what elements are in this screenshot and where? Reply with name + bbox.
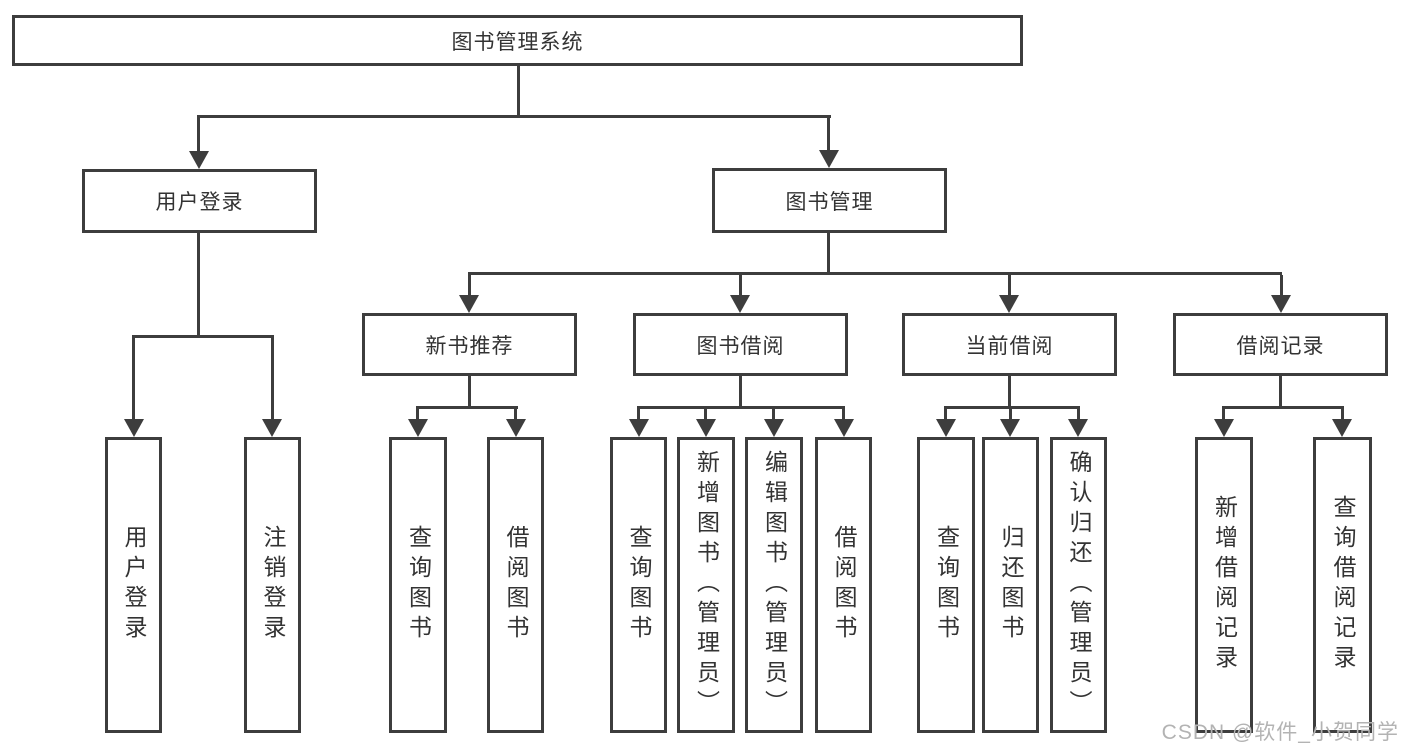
arrow-down-icon xyxy=(696,419,716,437)
node-leaf-add-books-admin: 新增图书（管理员） xyxy=(677,437,735,733)
node-leaf-add-borrowing-record: 新增借阅记录 xyxy=(1195,437,1253,733)
connector-line xyxy=(827,233,830,272)
connector-line xyxy=(1280,275,1283,297)
arrow-down-icon xyxy=(1068,419,1088,437)
connector-line xyxy=(468,272,1282,275)
node-label: 查询图书 xyxy=(626,525,652,645)
arrow-down-icon xyxy=(1271,295,1291,313)
node-label: 当前借阅 xyxy=(965,334,1054,358)
node-label: 图书管理 xyxy=(785,190,874,214)
connector-line xyxy=(1008,376,1011,406)
node-label: 借阅图书 xyxy=(503,525,529,645)
node-label: 查询图书 xyxy=(933,525,960,645)
node-leaf-logout: 注销登录 xyxy=(244,437,301,733)
connector-line xyxy=(416,409,419,421)
node-borrowing-records: 借阅记录 xyxy=(1173,313,1388,376)
node-label: 借阅图书 xyxy=(831,525,857,645)
connector-line xyxy=(704,409,707,421)
connector-line xyxy=(739,275,742,297)
node-user-login: 用户登录 xyxy=(82,169,317,233)
node-leaf-confirm-return-admin: 确认归还（管理员） xyxy=(1050,437,1107,733)
connector-line xyxy=(1077,409,1080,421)
connector-line xyxy=(842,409,845,421)
connector-line xyxy=(468,376,471,406)
connector-line xyxy=(1222,409,1225,421)
connector-line xyxy=(1279,376,1282,406)
arrow-down-icon xyxy=(1214,419,1234,437)
connector-line xyxy=(132,335,274,338)
arrow-down-icon xyxy=(1000,419,1020,437)
node-leaf-return-books: 归还图书 xyxy=(982,437,1039,733)
connector-line xyxy=(468,275,471,297)
connector-line xyxy=(1222,406,1344,409)
node-label: 查询图书 xyxy=(405,525,432,645)
arrow-down-icon xyxy=(999,295,1019,313)
node-label: 新增借阅记录 xyxy=(1211,495,1238,675)
arrow-down-icon xyxy=(936,419,956,437)
arrow-down-icon xyxy=(459,295,479,313)
connector-line xyxy=(1341,409,1344,421)
arrow-down-icon xyxy=(262,419,282,437)
connector-line xyxy=(517,66,520,117)
arrow-down-icon xyxy=(124,419,144,437)
arrow-down-icon xyxy=(629,419,649,437)
node-label: 用户登录 xyxy=(155,191,244,214)
node-label: 新增图书（管理员） xyxy=(693,450,720,720)
node-leaf-borrow-books-borrowing: 借阅图书 xyxy=(815,437,872,733)
connector-line xyxy=(944,409,947,421)
connector-line xyxy=(1009,409,1012,421)
arrow-down-icon xyxy=(506,419,526,437)
connector-line xyxy=(197,118,200,154)
node-label: 图书借阅 xyxy=(696,334,785,358)
node-leaf-user-login: 用户登录 xyxy=(105,437,162,733)
node-leaf-query-books-current: 查询图书 xyxy=(917,437,975,733)
node-label: 图书管理系统 xyxy=(451,30,584,54)
connector-line xyxy=(772,409,775,421)
node-label: 用户登录 xyxy=(121,525,147,645)
node-label: 确认归还（管理员） xyxy=(1066,450,1092,720)
connector-line xyxy=(271,338,274,421)
node-new-book-recommendation: 新书推荐 xyxy=(362,313,577,376)
connector-line xyxy=(1008,275,1011,297)
arrow-down-icon xyxy=(764,419,784,437)
node-leaf-edit-books-admin: 编辑图书（管理员） xyxy=(745,437,803,733)
node-label: 借阅记录 xyxy=(1236,334,1325,358)
node-book-management: 图书管理 xyxy=(712,168,947,233)
connector-line xyxy=(514,409,517,421)
node-leaf-query-books-recommend: 查询图书 xyxy=(389,437,447,733)
arrow-down-icon xyxy=(819,150,839,168)
connector-line xyxy=(197,233,200,335)
arrow-down-icon xyxy=(189,151,209,169)
node-book-borrowing: 图书借阅 xyxy=(633,313,848,376)
node-leaf-borrow-books-recommend: 借阅图书 xyxy=(487,437,544,733)
connector-line xyxy=(416,406,518,409)
node-book-management-system: 图书管理系统 xyxy=(12,15,1023,66)
node-leaf-query-books-borrowing: 查询图书 xyxy=(610,437,667,733)
node-label: 新书推荐 xyxy=(425,334,514,358)
connector-line xyxy=(132,338,135,421)
node-label: 查询借阅记录 xyxy=(1330,495,1356,675)
arrow-down-icon xyxy=(834,419,854,437)
csdn-watermark: CSDN @软件_小贺同学 xyxy=(1161,721,1399,744)
node-label: 归还图书 xyxy=(998,525,1024,645)
connector-line xyxy=(197,115,831,118)
node-current-borrowing: 当前借阅 xyxy=(902,313,1117,376)
connector-line xyxy=(739,376,742,406)
arrow-down-icon xyxy=(1332,419,1352,437)
node-label: 注销登录 xyxy=(260,525,286,645)
node-label: 编辑图书（管理员） xyxy=(761,450,788,720)
arrow-down-icon xyxy=(730,295,750,313)
connector-line xyxy=(944,406,1080,409)
connector-line xyxy=(637,409,640,421)
connector-line xyxy=(827,118,830,153)
connector-line xyxy=(637,406,845,409)
arrow-down-icon xyxy=(408,419,428,437)
node-leaf-query-borrowing-record: 查询借阅记录 xyxy=(1313,437,1372,733)
